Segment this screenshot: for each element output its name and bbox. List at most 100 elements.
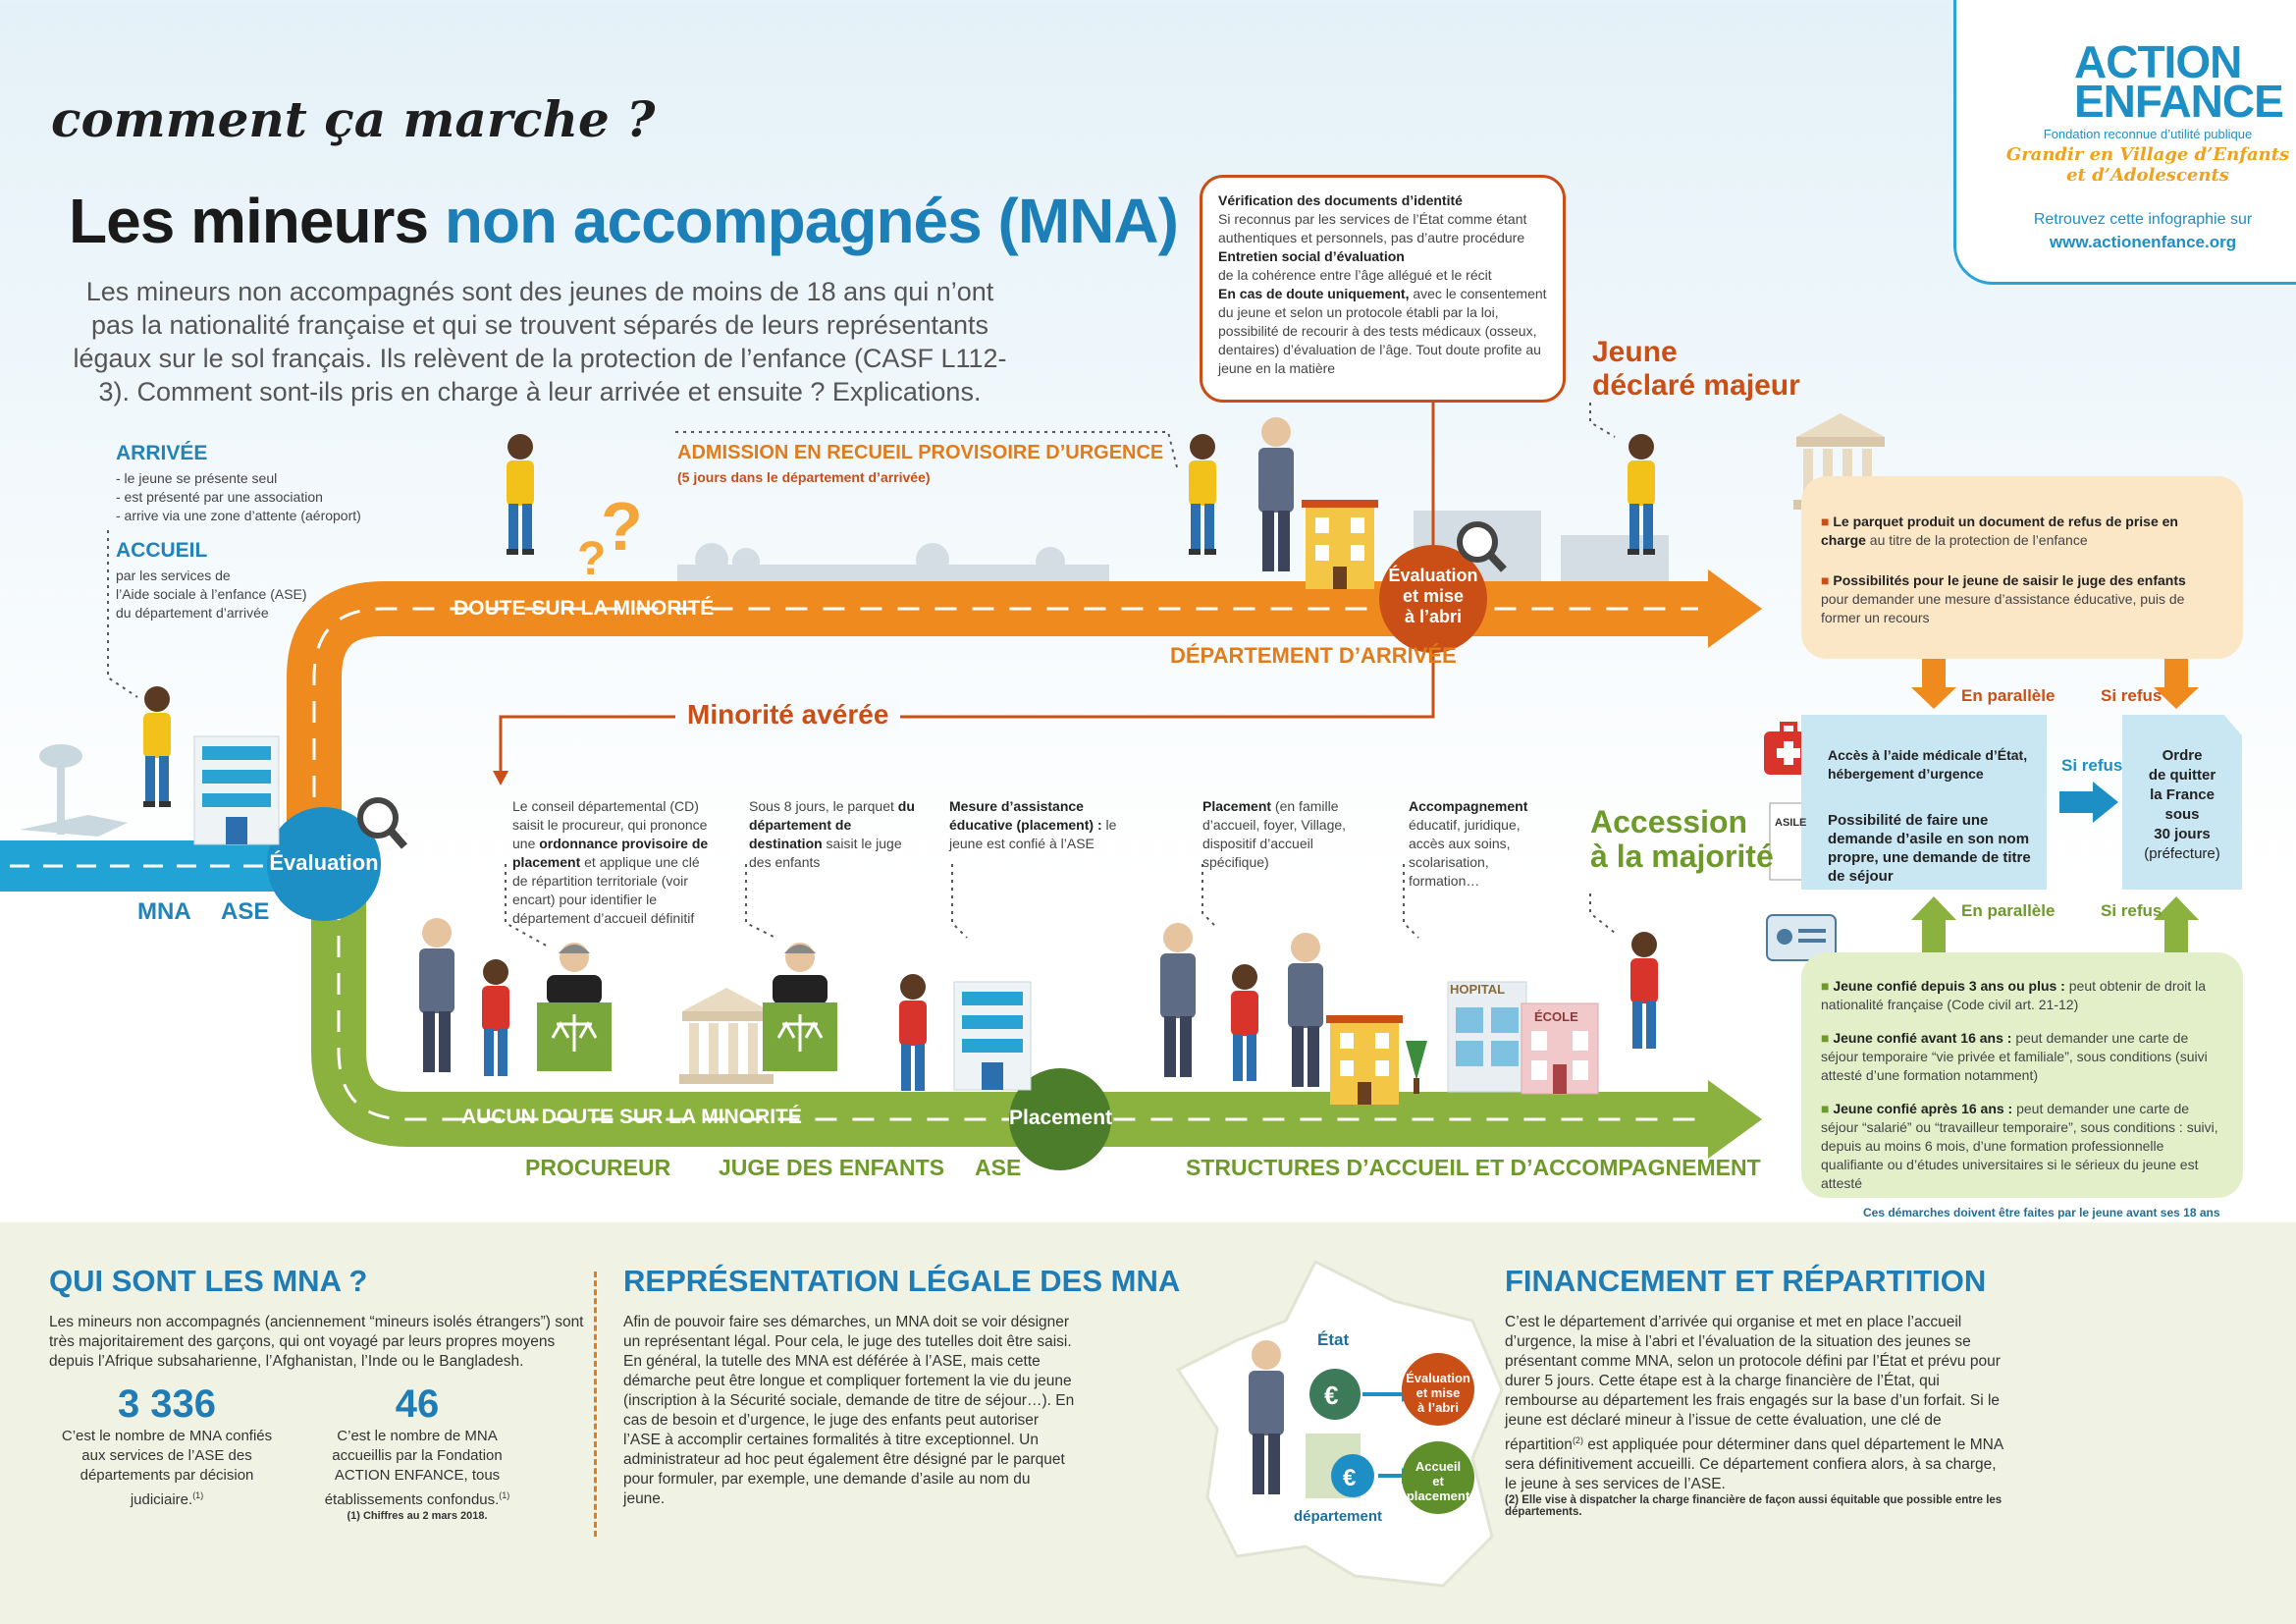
foster-parent: [1288, 933, 1323, 1087]
note-accomp-b: Accompagnement: [1409, 798, 1528, 814]
note-8j-c: saisit le juge des enfants: [749, 836, 902, 870]
logo-tagline: Fondation reconnue d’utilité publique: [2043, 127, 2253, 141]
stat-1: 3 336 C’est le nombre de MNA confiés aux…: [49, 1382, 285, 1510]
green-item-2: ■ Jeune confié avant 16 ans : peut deman…: [1821, 1030, 2208, 1083]
verif-text-2: de la cohérence entre l’âge allégué et l…: [1218, 267, 1492, 283]
si-refus-top: Si refus: [2101, 686, 2163, 705]
eval-abri-label: Évaluation et mise à l’abri: [1382, 566, 1484, 627]
accueil-line: par les services de: [116, 568, 231, 583]
stat-1-sup: (1): [192, 1490, 204, 1500]
note-accomp: Accompagnement éducatif, juridique, accè…: [1409, 797, 1551, 891]
accession-line: à la majorité: [1590, 839, 1774, 874]
eval-abri-line: et mise: [1402, 586, 1465, 606]
map-accueil: Accueil et placement: [1402, 1459, 1474, 1503]
green-3b: Jeune confié après 16 ans :: [1833, 1101, 2013, 1116]
stat-1-number: 3 336: [117, 1382, 217, 1426]
adult-mother: [419, 918, 454, 1072]
accueil-title: ACCUEIL: [116, 539, 208, 562]
juge-label: JUGE DES ENFANTS: [719, 1155, 945, 1180]
question-mark-icon: ?: [601, 488, 643, 565]
logo-panel: ACTION ENFANCE Fondation reconnue d’util…: [1953, 0, 2296, 285]
structures-label: STRUCTURES D’ACCUEIL ET D’ACCOMPAGNEMENT: [1186, 1155, 1761, 1180]
procureur-label: PROCUREUR: [525, 1155, 671, 1180]
note-cd-b: ordonnance provisoire de placement: [512, 836, 709, 870]
admission-sub: (5 jours dans le département d’arrivée): [677, 469, 931, 485]
procureur-judge: [535, 941, 614, 1073]
admission-title: ADMISSION EN RECUEIL PROVISOIRE D’URGENC…: [677, 442, 1164, 463]
kid-handshake: [1189, 434, 1216, 555]
courthouse-juge: [679, 988, 774, 1084]
medical-kit-icon: [1764, 722, 1813, 775]
jeune-majeur: Jeune déclaré majeur: [1592, 336, 1800, 403]
accueil-line: l’Aide sociale à l’enfance (ASE): [116, 586, 307, 602]
adult-handshake: [1258, 417, 1294, 571]
green-2c: peut demander une carte de séjour tempor…: [1821, 1030, 2208, 1083]
ase-label: ASE: [221, 898, 270, 925]
logo-slogan-2: et d’Adolescents: [2066, 165, 2229, 186]
panel-arrows: [1911, 656, 2199, 953]
walking-kid-majeur: [1628, 434, 1655, 555]
shelter-house: [1302, 500, 1378, 589]
note-accomp-c: éducatif, juridique, accès aux soins, sc…: [1409, 817, 1521, 889]
green-arrowhead: [1708, 1080, 1762, 1159]
eval-abri-line: à l’abri: [1404, 607, 1463, 626]
aide-panel: [1801, 715, 2047, 890]
note-cd: Le conseil départemental (CD) saisit le …: [512, 797, 719, 928]
note-cd-c: et applique une clé de répartition terri…: [512, 854, 700, 926]
map-eval: Évaluation et mise à l’abri: [1402, 1371, 1474, 1415]
qui-title: QUI SONT LES MNA ?: [49, 1264, 368, 1298]
note-cd-a: Le conseil départemental (CD) saisit le …: [512, 798, 708, 851]
ase-building-2: [953, 981, 1032, 1091]
ordre-line: 30 jours: [2154, 826, 2211, 842]
svg-text:€: €: [1343, 1465, 1356, 1491]
arrivee-item: - arrive via une zone d’attente (aéropor…: [116, 508, 361, 523]
refus-1b: Le parquet produit un document de refus …: [1821, 514, 2178, 548]
rep-title: REPRÉSENTATION LÉGALE DES MNA: [623, 1264, 1181, 1298]
en-parallele-bottom: En parallèle: [1961, 901, 2056, 920]
page-title: Les mineurs non accompagnés (MNA): [69, 185, 1179, 257]
logo-more: Retrouvez cette infographie sur: [2033, 211, 2253, 228]
kid-procureur: [482, 959, 509, 1076]
asile-text: Possibilité de faire une demande d’asile…: [1828, 812, 2031, 885]
verif-title-1: Vérification des documents d’identité: [1218, 192, 1463, 208]
fin-sup: (2): [1572, 1435, 1583, 1445]
asile-tag: ASILE: [1775, 817, 1807, 829]
verif-title-2: Entretien social d’évaluation: [1218, 248, 1405, 264]
green-1b: Jeune confié depuis 3 ans ou plus :: [1833, 978, 2065, 994]
title-part-2: non accompagnés (MNA): [444, 186, 1179, 256]
magnifier-icon: [357, 797, 399, 839]
svg-text:€: €: [1324, 1380, 1338, 1410]
arrivee-title: ARRIVÉE: [116, 442, 208, 464]
note-mesure-c: le jeune est confié à l’ASE: [949, 817, 1117, 851]
placement-circle: [1009, 1068, 1111, 1170]
verif-text-3: avec le consentement du jeune et selon u…: [1218, 286, 1547, 376]
evaluation-circle: [267, 807, 381, 921]
green-item-3: ■ Jeune confié après 16 ans : peut deman…: [1821, 1101, 2218, 1191]
ordre-text: Ordre de quitter la France sous 30 jours…: [2122, 746, 2242, 864]
jeune-majeur-line: Jeune: [1592, 336, 1678, 368]
verification-box: Vérification des documents d’identité Si…: [1200, 175, 1566, 403]
verif-text-1: Si reconnus par les services de l’État c…: [1218, 211, 1527, 245]
logo-url[interactable]: www.actionenfance.org: [2049, 233, 2237, 251]
map-eval-line: et mise: [1415, 1385, 1461, 1400]
ordre-pref: (préfecture): [2144, 845, 2220, 862]
hospital-building: [1447, 981, 1527, 1093]
accueil-line: du département d’arrivée: [116, 605, 269, 621]
green-2b: Jeune confié avant 16 ans :: [1833, 1030, 2012, 1046]
script-title: comment ça marche ?: [51, 90, 656, 148]
id-card-icon: [1766, 914, 1837, 961]
map-accueil-line: Accueil: [1415, 1459, 1462, 1474]
si-refus-mid: Si refus: [2061, 756, 2123, 775]
ase-bottom-label: ASE: [975, 1155, 1022, 1180]
juge-enfants: [761, 941, 839, 1073]
ordre-line: de quitter: [2148, 767, 2216, 784]
map-etat: État: [1317, 1330, 1350, 1349]
fin-text-a: C’est le département d’arrivée qui organ…: [1505, 1314, 2001, 1454]
refus-panel: [1801, 476, 2243, 659]
foster-house: [1326, 1015, 1403, 1105]
note-mesure: Mesure d’assistance éducative (placement…: [949, 797, 1121, 853]
qui-text: Les mineurs non accompagnés (anciennemen…: [49, 1314, 584, 1370]
refus-2b: Possibilités pour le jeune de saisir le …: [1833, 572, 2186, 588]
accession-line: Accession: [1590, 804, 1748, 839]
